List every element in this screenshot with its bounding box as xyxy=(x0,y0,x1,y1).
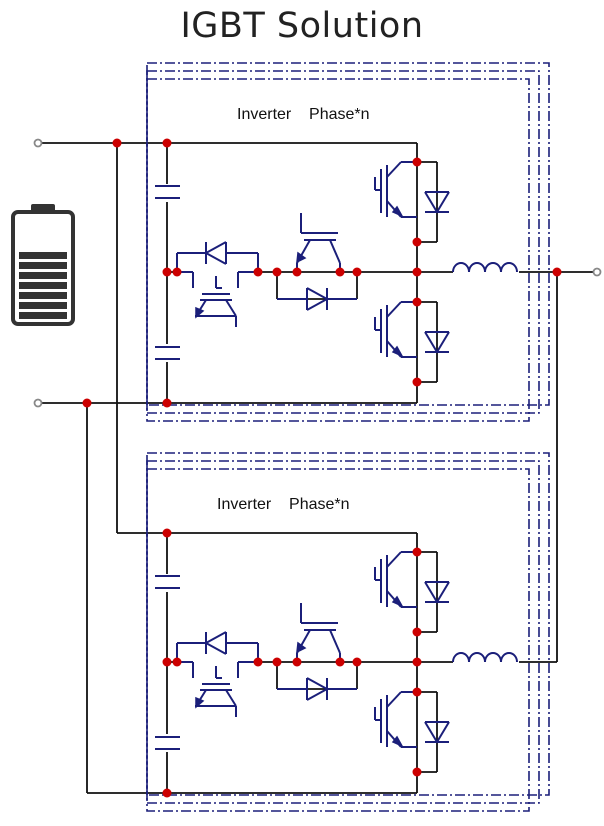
terminal-positive xyxy=(33,138,43,148)
battery-icon xyxy=(11,204,75,326)
terminal-negative xyxy=(33,398,43,408)
page-title: IGBT Solution xyxy=(180,6,424,46)
inverter-module-1: Inverter Phase*n xyxy=(146,62,550,422)
module-label: Inverter Phase*n xyxy=(237,106,370,123)
inverter-module-2: Inverter Phase*n xyxy=(146,452,550,812)
terminal-output xyxy=(592,267,602,277)
module-label: Inverter Phase*n xyxy=(217,496,350,513)
global-wiring xyxy=(33,138,602,794)
